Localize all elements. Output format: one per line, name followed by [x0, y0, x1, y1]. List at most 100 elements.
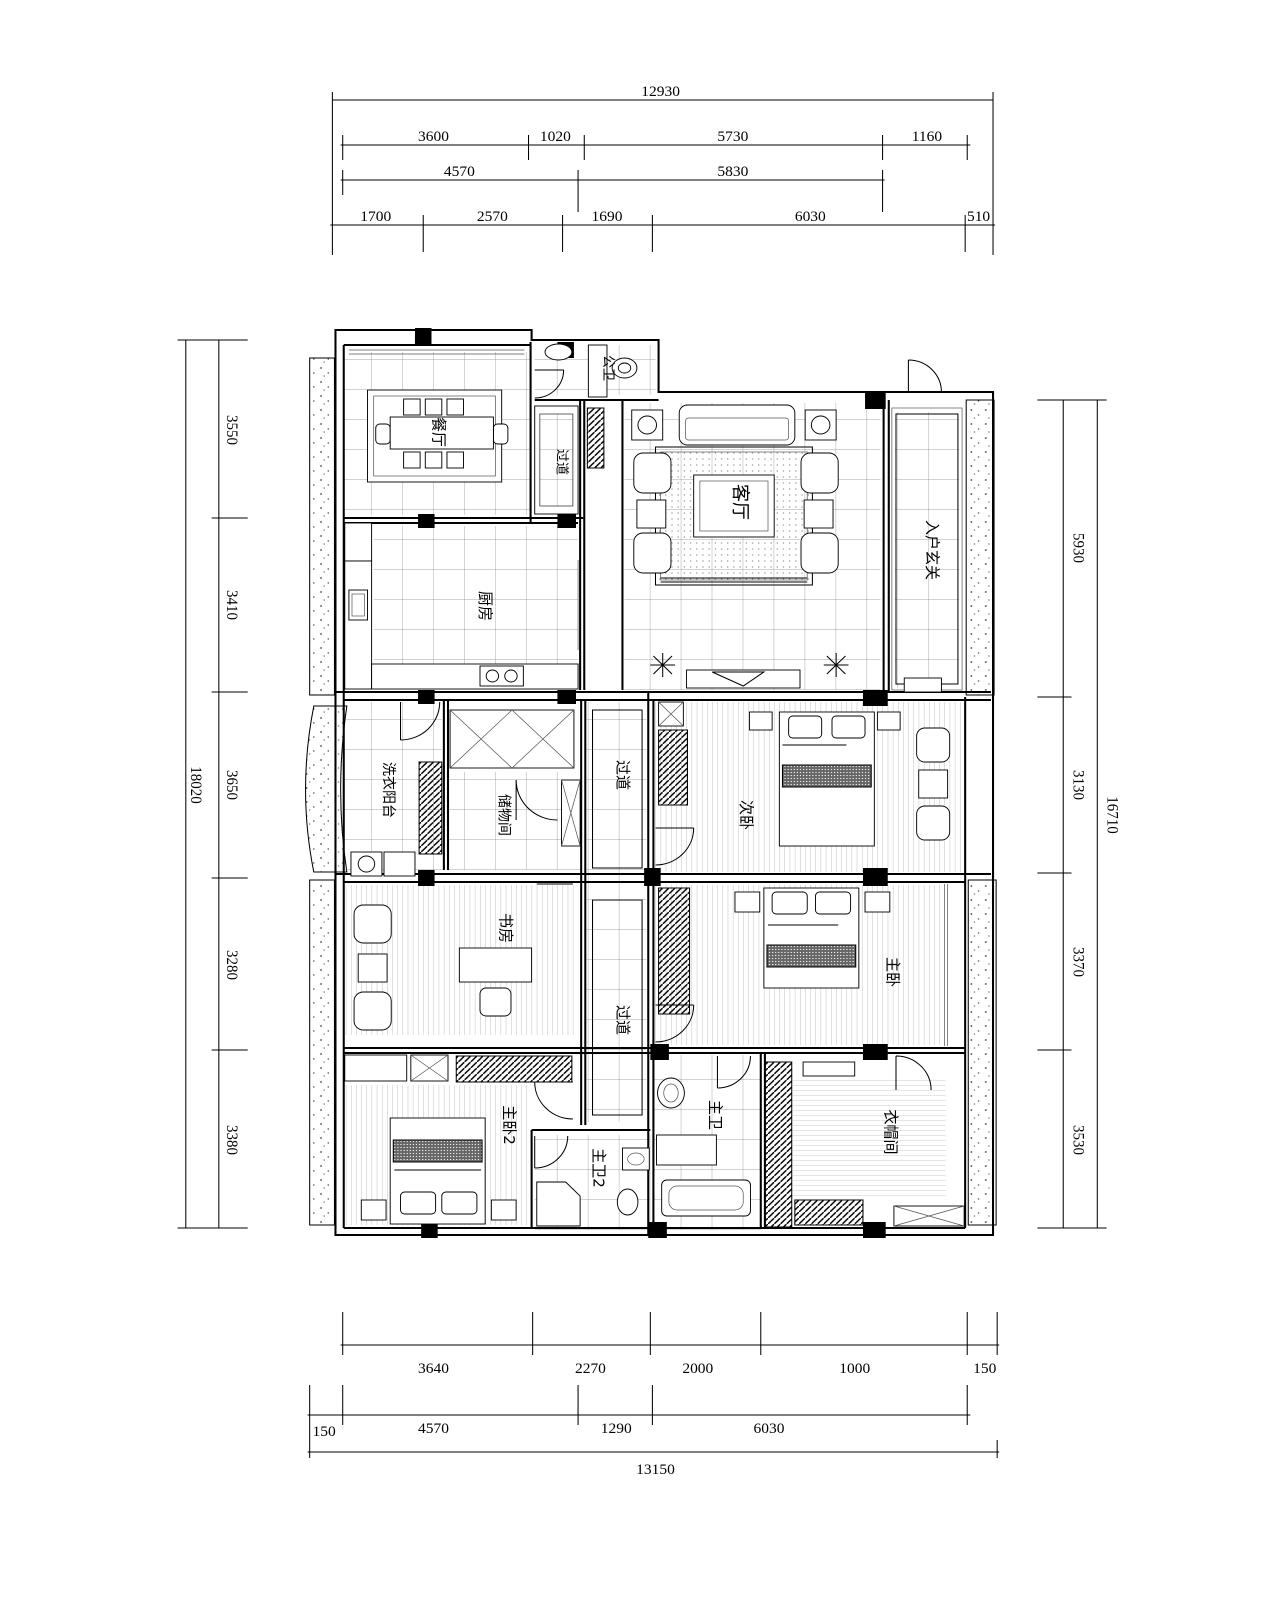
dim-left-segment: 3410 — [223, 590, 240, 620]
dim-left-segment: 3380 — [223, 1125, 240, 1155]
nightstand — [734, 891, 761, 913]
room-label-walk-in-closet: 衣帽间 — [882, 1110, 900, 1155]
dining-chair — [375, 423, 391, 445]
dining-table — [389, 416, 494, 450]
dining-chair — [403, 451, 421, 469]
column — [862, 1044, 888, 1060]
washing-machine — [350, 851, 383, 877]
wardrobe — [764, 1061, 793, 1228]
wall-bath-2 — [530, 1129, 651, 1228]
burner — [485, 669, 500, 683]
toilet — [657, 1077, 685, 1109]
bedroom-3-door — [534, 1081, 573, 1120]
nightstand — [748, 711, 773, 731]
sofa-cushions — [685, 417, 790, 441]
storage-box-cross — [658, 701, 684, 727]
coffee-table-top — [699, 480, 769, 532]
wall-master-bath-closet — [759, 1053, 766, 1228]
dim-bottom-row1: 1000 — [839, 1360, 870, 1377]
armchair — [633, 452, 672, 494]
storage-door — [515, 779, 558, 821]
master-bath-fixtures — [656, 1077, 751, 1217]
tv-screen — [712, 671, 766, 687]
toilet — [544, 343, 573, 361]
nightstand — [490, 1199, 517, 1221]
column — [421, 1224, 438, 1238]
dim-right-segment: 5930 — [1069, 533, 1086, 563]
left-dimensions — [177, 339, 248, 1229]
foyer-floor — [894, 412, 959, 688]
armchair — [353, 904, 392, 944]
sofa — [678, 404, 796, 446]
room-labels: 餐厅 公卫 过道 客厅 厨房 入户玄关 洗衣阳台 储物间 过道 书房 过道 次卧… — [380, 355, 941, 1188]
dim-top-row2: 5830 — [717, 163, 748, 180]
column — [557, 690, 576, 704]
toilet — [617, 362, 632, 374]
armchair — [800, 452, 839, 494]
room-label-corridor-top: 过道 — [553, 449, 569, 475]
wall-living-foyer — [882, 400, 890, 692]
bed-cover — [392, 1139, 483, 1163]
dining-chair — [492, 423, 509, 445]
bedroom-2-furniture — [658, 701, 951, 847]
storage-cabinet-cross — [561, 779, 581, 847]
dim-bottom-row2: 6030 — [754, 1420, 785, 1437]
exterior-wall-inner — [342, 344, 967, 1229]
dim-left-segment: 3550 — [223, 415, 240, 445]
stool — [636, 499, 667, 529]
armchair — [916, 727, 951, 763]
storage-floor — [448, 772, 581, 870]
room-label-study: 书房 — [497, 913, 515, 943]
foyer-furniture — [891, 407, 963, 693]
study-furniture — [353, 904, 533, 1031]
washbasin-bowl — [627, 1152, 645, 1166]
washing-machine-drum — [357, 855, 376, 873]
dim-top-row3: 6030 — [795, 208, 826, 225]
burner — [504, 669, 518, 683]
laundry-storage-furniture — [350, 709, 581, 877]
dim-right-segment: 3370 — [1069, 947, 1086, 977]
stool — [357, 953, 388, 983]
armchair — [916, 805, 951, 841]
bottom-dimensions — [307, 1312, 1000, 1458]
column — [418, 690, 435, 704]
corridor-runner-mid — [592, 709, 643, 869]
column — [650, 1044, 669, 1060]
public-bath-door — [534, 369, 565, 399]
table-lamp — [637, 415, 657, 435]
dim-bottom-overall: 13150 — [636, 1461, 675, 1478]
column — [648, 1222, 667, 1238]
dim-top-row1: 5730 — [717, 128, 748, 145]
dim-right-segment: 3530 — [1069, 1125, 1086, 1155]
wardrobe — [658, 887, 691, 1015]
room-label-foyer: 入户玄关 — [923, 520, 941, 580]
room-label-master-bedroom: 主卧 — [884, 957, 902, 987]
bedroom-2-door — [655, 827, 695, 866]
dim-top-row1: 1020 — [540, 128, 571, 145]
column — [865, 393, 886, 409]
bath-2-fixtures — [536, 1147, 650, 1227]
corridor-runners — [592, 709, 643, 1116]
dim-right-overall: 16710 — [1104, 796, 1121, 834]
kitchen-counter-bottom — [371, 663, 579, 690]
wardrobe — [455, 1055, 573, 1083]
bathtub — [661, 1179, 751, 1217]
pillow — [788, 715, 823, 739]
table-lamp — [810, 415, 831, 435]
nightstand — [360, 1199, 387, 1221]
room-label-bedroom-3: 主卧2 — [500, 1105, 518, 1145]
cabinet — [344, 1054, 408, 1082]
desk-chair — [479, 987, 512, 1017]
right-dimensions — [1037, 399, 1107, 1229]
closet-door — [895, 1055, 932, 1091]
corridor-runner-low — [592, 899, 643, 1116]
column — [862, 690, 888, 706]
room-label-corridor-low: 过道 — [613, 1005, 631, 1035]
potted-plant — [823, 653, 849, 677]
room-label-storage: 储物间 — [496, 794, 513, 836]
kitchen-furniture — [344, 522, 579, 690]
column — [418, 870, 435, 886]
armchair — [633, 532, 672, 574]
entrance-door — [907, 359, 942, 393]
stone-cladding-left-lower — [309, 879, 335, 1226]
